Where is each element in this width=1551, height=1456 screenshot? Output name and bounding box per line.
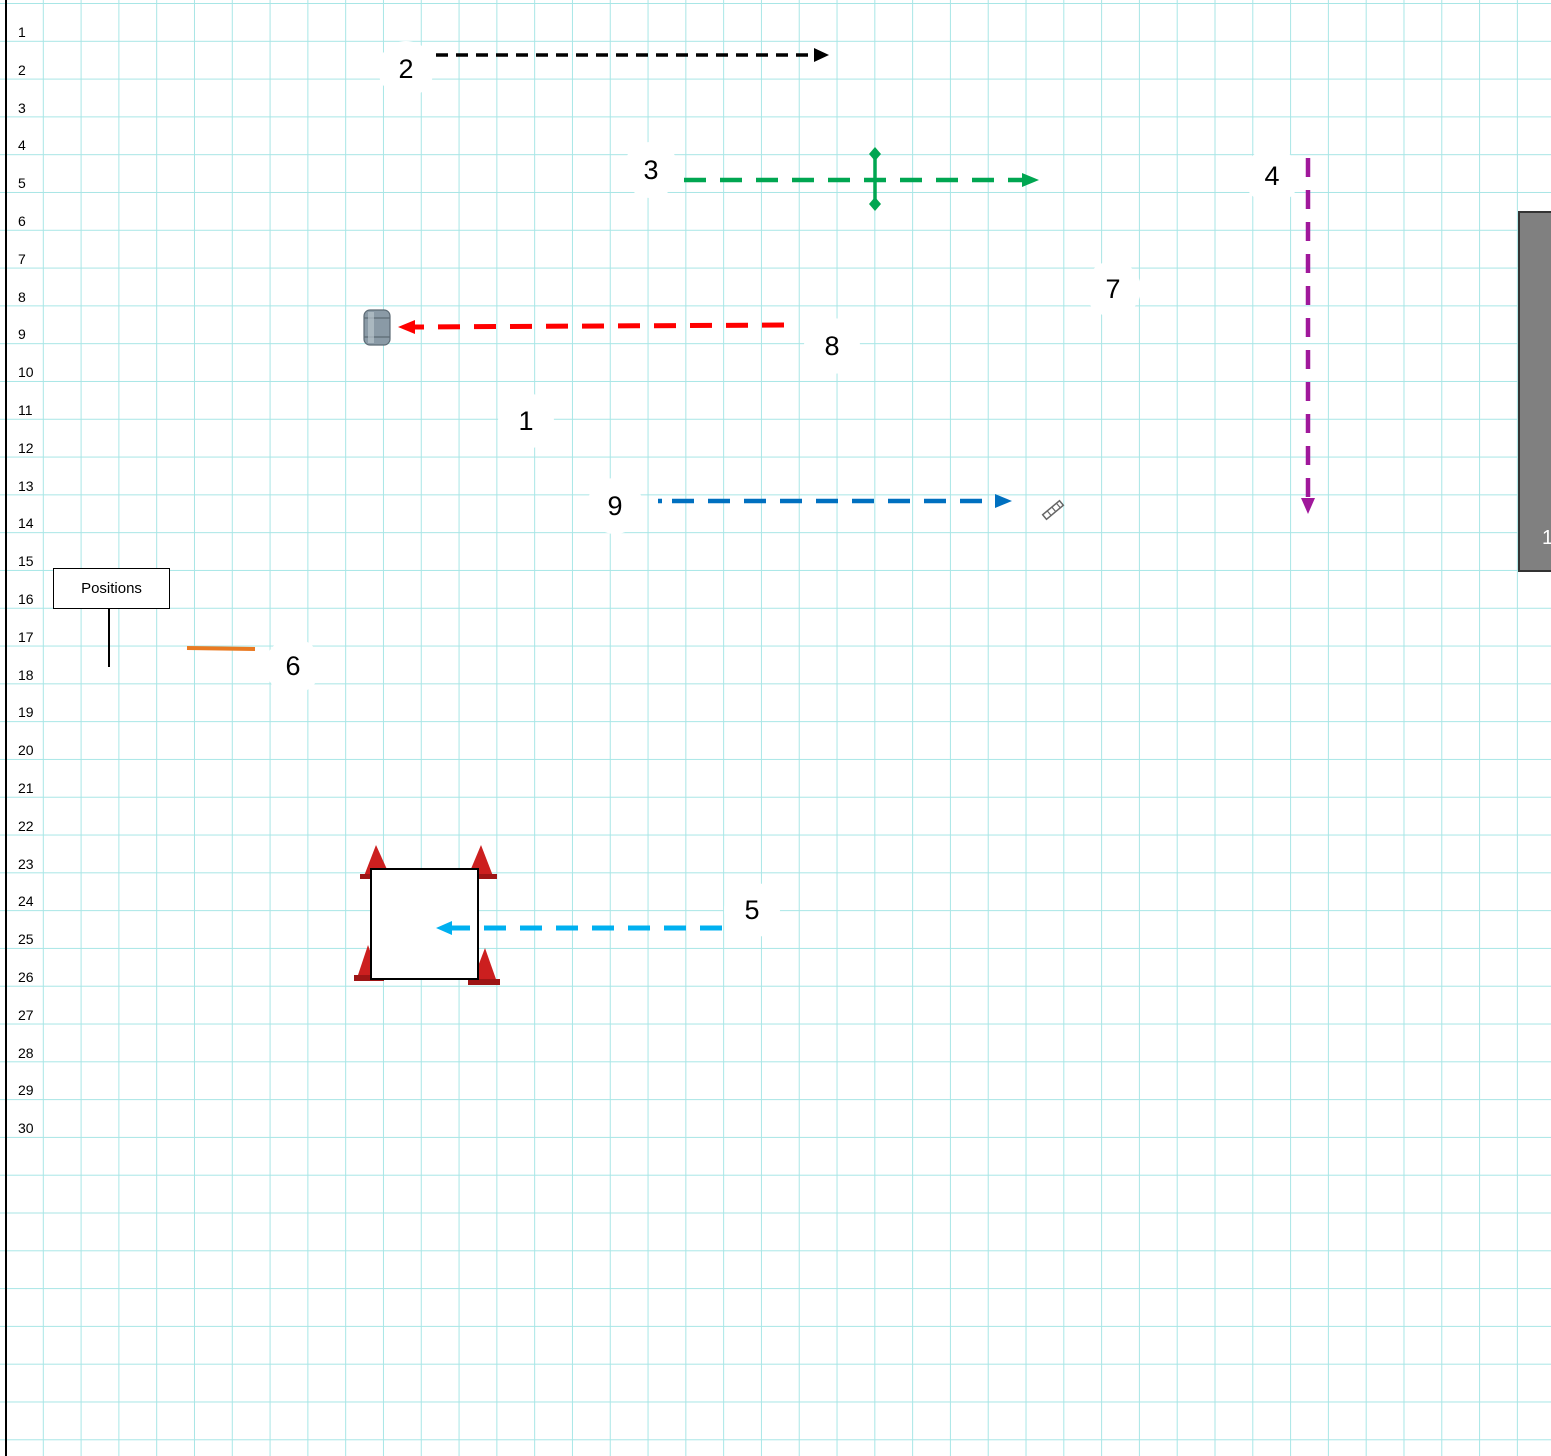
arrow-5	[436, 921, 722, 935]
label-2: 2	[378, 41, 434, 97]
arrow-8	[398, 320, 784, 334]
label-3: 3	[623, 142, 679, 198]
arrow-4	[1301, 158, 1315, 514]
agility-ladder-icon	[1043, 501, 1064, 520]
arrow-2	[436, 48, 829, 62]
line-6	[187, 648, 255, 649]
label-7: 7	[1085, 261, 1141, 317]
barrel-icon	[364, 310, 390, 345]
arrow-3	[684, 147, 1039, 211]
label-8: 8	[804, 318, 860, 374]
label-1: 1	[498, 393, 554, 449]
label-5: 5	[724, 882, 780, 938]
label-4: 4	[1244, 148, 1300, 204]
arrow-9	[658, 494, 1012, 508]
label-6: 6	[265, 638, 321, 694]
label-9: 9	[587, 478, 643, 534]
